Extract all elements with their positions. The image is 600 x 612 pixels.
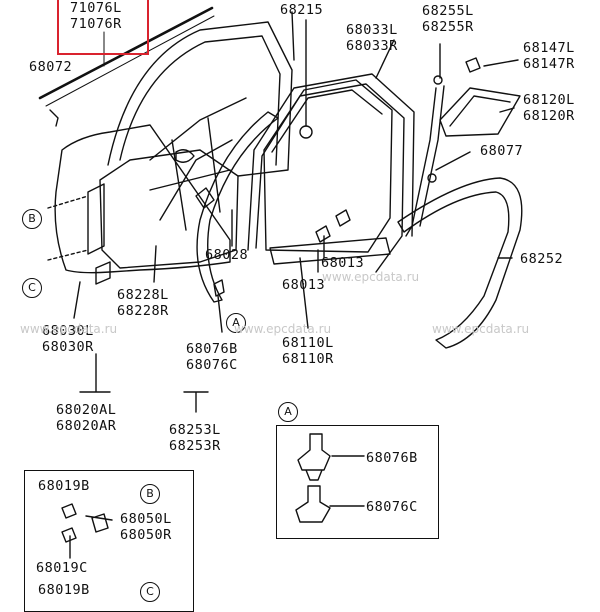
watermark: www.epcdata.ru [234, 322, 332, 336]
label-68076b: 68076B [366, 450, 418, 466]
label-68215: 68215 [280, 2, 324, 18]
label-68019b-top: 68019B [38, 478, 90, 494]
door-window-frame [107, 21, 293, 177]
detail-frame-bc [24, 470, 194, 612]
label-68013-a: 68013 [321, 255, 365, 271]
label-68013-b: 68013 [282, 277, 326, 293]
label-68228: 68228L 68228R [117, 287, 169, 319]
highlight-box-71076 [57, 0, 149, 55]
label-68120: 68120L 68120R [523, 92, 575, 124]
label-68077: 68077 [480, 143, 524, 159]
door-glass [263, 79, 393, 253]
watermark: www.epcdata.ru [20, 322, 118, 336]
label-68050: 68050L 68050R [120, 511, 172, 543]
label-68019b-bottom: 68019B [38, 582, 90, 598]
glass-run-channel [255, 83, 405, 273]
label-68030: 68030L 68030R [42, 323, 94, 355]
quarter-glass [439, 87, 521, 137]
watermark: www.epcdata.ru [322, 270, 420, 284]
callout-c-main: C [22, 278, 42, 298]
label-68253: 68253L 68253R [169, 422, 221, 454]
label-68020: 68020AL 68020AR [56, 402, 117, 434]
label-68019c: 68019C [36, 560, 88, 576]
window-regulator [149, 97, 247, 231]
rear-channel [405, 85, 445, 237]
callout-a-detail: A [278, 402, 298, 422]
label-68110: 68110L 68110R [282, 335, 334, 367]
callout-a-main: A [226, 313, 246, 333]
label-68252: 68252 [520, 251, 564, 267]
label-68076c: 68076C [366, 499, 418, 515]
callout-b-detail: B [140, 484, 160, 504]
door-window-frame-inner [119, 35, 281, 166]
label-68147: 68147L 68147R [523, 40, 575, 72]
detail-frame-a [276, 425, 439, 539]
label-68255: 68255L 68255R [422, 3, 474, 35]
label-68072: 68072 [29, 59, 73, 75]
label-71076: 71076L 71076R [70, 0, 122, 32]
label-68076bc: 68076B 68076C [186, 341, 238, 373]
opening-weatherstrip [196, 111, 279, 303]
label-68033: 68033L 68033R [346, 22, 398, 54]
callout-b-main: B [22, 209, 42, 229]
door-panel-outline [54, 124, 231, 274]
door-weatherstrip [397, 177, 523, 349]
label-68028: 68028 [205, 247, 249, 263]
watermark: www.epcdata.ru [432, 322, 530, 336]
